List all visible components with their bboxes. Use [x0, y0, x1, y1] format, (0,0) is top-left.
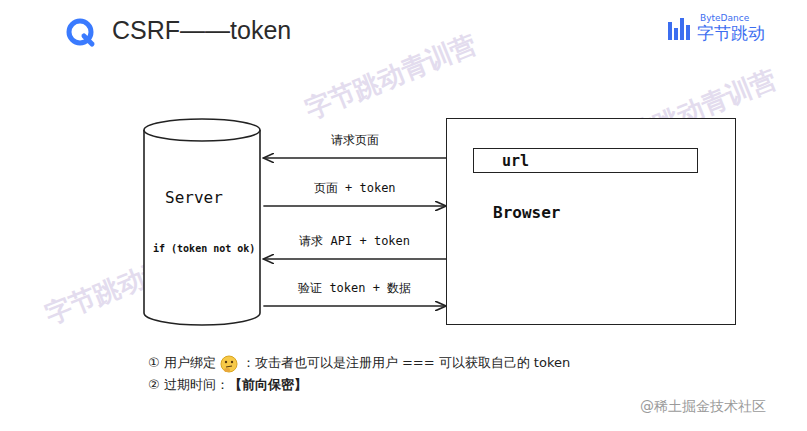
url-text: url: [502, 152, 529, 170]
thinking-emoji: [220, 355, 238, 373]
edge-label: 验证 token + 数据: [296, 280, 413, 297]
note-item: ② 过期时间：: [148, 376, 229, 394]
title-logo: [69, 21, 92, 44]
note-item: ① 用户绑定: [148, 354, 216, 372]
emoji-eye: [231, 361, 233, 363]
note-text: ：攻击者也可以是注册用户 === 可以获取自己的 token: [242, 354, 570, 372]
cylinder-body: [144, 130, 260, 325]
flow-arrow: [263, 157, 446, 159]
company-name-zh: 字节跳动: [697, 22, 765, 45]
server-cylinder: Server if (token not ok): [143, 118, 263, 325]
cylinder-top: [144, 119, 260, 141]
emoji-eye: [225, 361, 227, 363]
company-logo: [668, 18, 690, 40]
edge-label: 请求页面: [329, 132, 381, 149]
flow-arrow: [263, 305, 446, 307]
url-bar: url: [473, 148, 698, 173]
emoji-hand: [224, 368, 230, 372]
slide-title: CSRF——token: [112, 16, 291, 45]
edge-label: 页面 + token: [312, 180, 398, 197]
emoji-face: [221, 356, 237, 372]
check-condition: if (token not ok): [153, 243, 255, 254]
server-name: Server: [165, 188, 223, 207]
flow-arrow: [263, 205, 446, 207]
browser-window: Browser url: [446, 118, 736, 325]
emoji-mouth: [226, 366, 232, 367]
browser-name: Browser: [493, 203, 560, 222]
watermark: 字节跳动青训营: [300, 27, 482, 128]
flow-arrow: [263, 258, 446, 260]
company-name-en: ByteDance: [700, 13, 749, 23]
source-credit: @稀土掘金技术社区: [640, 398, 766, 416]
note-emphasis: 【前向保密】: [229, 376, 307, 394]
cylinder-outline: [143, 118, 261, 325]
edge-label: 请求 API + token: [297, 233, 412, 250]
